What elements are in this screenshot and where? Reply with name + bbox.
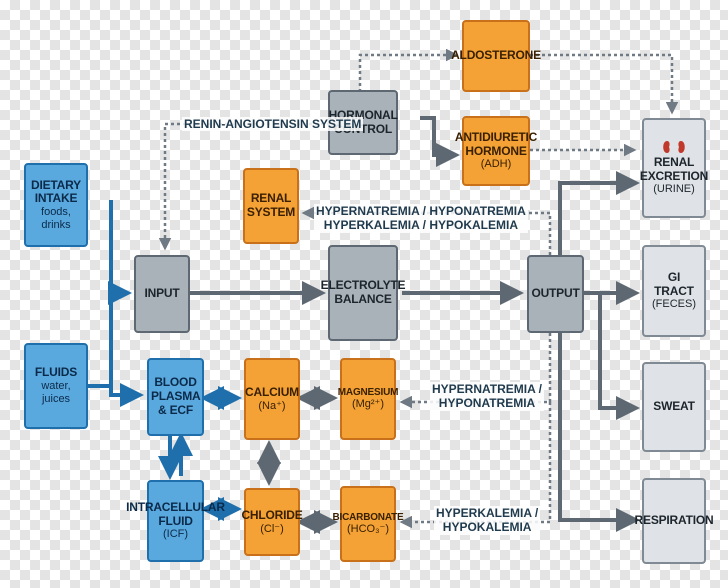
output-box: OUTPUT — [527, 255, 584, 333]
dietary-intake-title: DIETARY INTAKE — [31, 177, 81, 206]
fluids-sub: water, juices — [41, 380, 71, 405]
antidiuretic-sub: (ADH) — [480, 158, 512, 171]
renal-system-box: RENAL SYSTEM — [243, 168, 299, 244]
renal-notes-label: HYPERNATREMIA / HYPONATREMIA HYPERKALEMI… — [314, 204, 528, 233]
bicarbonate-note-label: HYPERKALEMIA / HYPOKALEMIA — [434, 506, 541, 535]
bicarbonate-sub: (HCO₃⁻) — [346, 523, 390, 536]
kidney-icon — [663, 140, 685, 153]
main-flow-connectors — [190, 116, 640, 534]
dietary-intake-box: DIETARY INTAKE foods, drinks — [24, 163, 88, 247]
electrolyte-balance-box: ELECTROLYTE BALANCE — [321, 245, 406, 341]
respiration-box: RESPIRATION — [635, 478, 714, 564]
magnesium-note-label: HYPERNATREMIA / HYPONATREMIA — [430, 382, 545, 411]
renal-excretion-box: RENAL EXCRETION (URINE) — [639, 118, 709, 218]
aldosterone-box: ALDOSTERONE — [451, 20, 541, 92]
intracellular-sub: (ICF) — [162, 528, 189, 541]
sweat-box: SWEAT — [642, 362, 706, 452]
antidiuretic-hormone-box: ANTIDIURETIC HORMONE (ADH) — [455, 116, 537, 186]
renal-excretion-sub: (URINE) — [653, 183, 695, 196]
gi-tract-box: GI TRACT (FECES) — [642, 245, 706, 337]
output-title: OUTPUT — [531, 286, 580, 301]
magnesium-note-line-2: HYPONATREMIA — [438, 396, 536, 411]
sweat-title: SWEAT — [653, 399, 695, 414]
bicarbonate-note-line-2: HYPOKALEMIA — [442, 520, 532, 535]
bicarbonate-box: BICARBONATE (HCO₃⁻) — [333, 486, 404, 562]
magnesium-title: MAGNESIUM — [337, 386, 399, 398]
blood-plasma-box: BLOOD PLASMA & ECF — [147, 358, 204, 436]
renin-angiotensin-label: RENIN-ANGIOTENSIN SYSTEM — [182, 117, 364, 132]
bicarbonate-title: BICARBONATE — [332, 511, 404, 523]
calcium-box: CALCIUM (Na⁺) — [244, 358, 300, 440]
intracellular-fluid-box: INTRACELLULAR FLUID (ICF) — [126, 480, 225, 562]
gi-tract-title: GI TRACT — [654, 269, 694, 298]
input-box: INPUT — [134, 255, 190, 333]
intracellular-title: INTRACELLULAR FLUID — [126, 499, 225, 528]
magnesium-sub: (Mg²⁺) — [351, 398, 385, 411]
fluids-title: FLUIDS — [34, 365, 78, 380]
calcium-title: CALCIUM — [245, 384, 299, 399]
renal-notes-line-1: HYPERNATREMIA / HYPONATREMIA — [316, 204, 526, 218]
renal-notes-line-2: HYPERKALEMIA / HYPOKALEMIA — [323, 218, 519, 233]
antidiuretic-title: ANTIDIURETIC HORMONE — [454, 129, 538, 158]
fluids-box: FLUIDS water, juices — [24, 343, 88, 429]
dietary-intake-sub: foods, drinks — [41, 206, 71, 231]
gi-tract-sub: (FECES) — [652, 298, 696, 311]
chloride-title: CHLORIDE — [241, 507, 303, 522]
blood-plasma-title: BLOOD PLASMA & ECF — [150, 375, 201, 417]
chloride-box: CHLORIDE (Cl⁻) — [241, 488, 303, 556]
aldosterone-title: ALDOSTERONE — [451, 48, 541, 63]
bicarbonate-note-line-1: HYPERKALEMIA / — [436, 506, 539, 520]
input-title: INPUT — [144, 286, 180, 301]
calcium-sub: (Na⁺) — [258, 399, 286, 412]
electrolyte-balance-title: ELECTROLYTE BALANCE — [320, 278, 406, 306]
renal-excretion-title: RENAL EXCRETION — [639, 154, 709, 183]
renal-system-title: RENAL SYSTEM — [246, 191, 296, 219]
respiration-title: RESPIRATION — [634, 513, 714, 528]
intake-connectors — [88, 200, 242, 521]
magnesium-note-line-1: HYPERNATREMIA / — [432, 382, 543, 396]
magnesium-box: MAGNESIUM (Mg²⁺) — [337, 358, 399, 440]
chloride-sub: (Cl⁻) — [260, 522, 284, 535]
